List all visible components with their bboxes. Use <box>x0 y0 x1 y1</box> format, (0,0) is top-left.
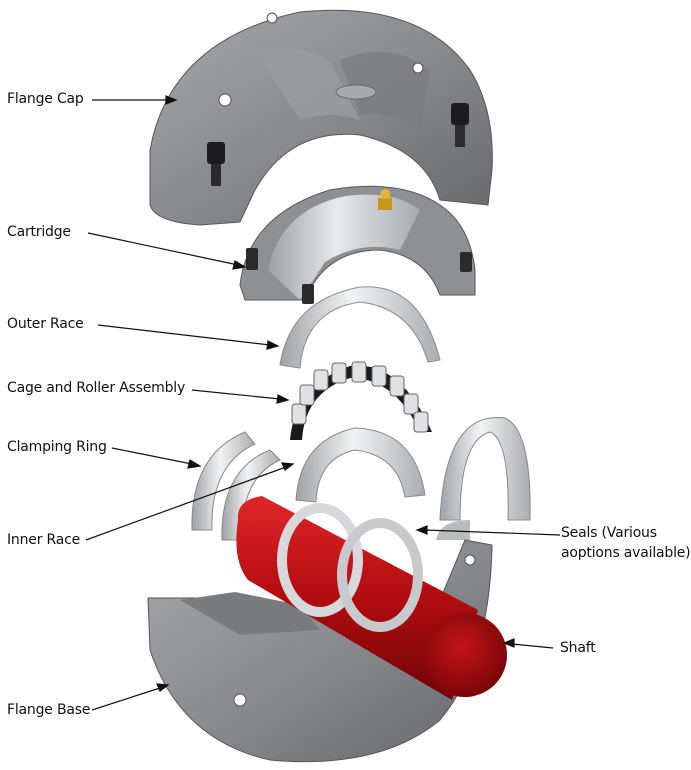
leader-shaft <box>511 643 554 649</box>
label-inner-race: Inner Race <box>7 532 81 548</box>
cartridge <box>239 185 476 304</box>
leader-seals <box>424 529 561 536</box>
cap-screw-icon <box>207 142 225 164</box>
cage-roller-assembly <box>290 361 432 440</box>
bolt-hole-icon <box>464 554 476 566</box>
label-flange-base: Flange Base <box>7 702 91 718</box>
label-clamping-ring: Clamping Ring <box>7 439 107 455</box>
label-flange-cap: Flange Cap <box>7 91 84 107</box>
leader-cartridge <box>87 232 239 266</box>
bolt-hole-icon <box>412 62 424 74</box>
bolt-hole-icon <box>233 693 247 707</box>
label-shaft: Shaft <box>560 640 596 656</box>
flange-cap <box>149 9 493 226</box>
leader-clamping-ring <box>111 447 193 465</box>
leader-flange-base <box>91 687 161 711</box>
flange-base <box>147 539 493 763</box>
label-seals-line1: Seals (Various <box>561 525 657 541</box>
label-seals-line2: aoptions available) <box>561 545 691 561</box>
leader-inner-race <box>85 466 287 541</box>
cap-screw-icon <box>451 103 469 125</box>
leader-cage <box>191 389 281 400</box>
leader-outer-race <box>97 324 271 346</box>
cartridge-screw-icon <box>460 252 472 272</box>
seal-right <box>436 416 531 540</box>
cartridge-screw-icon <box>246 248 258 270</box>
label-cartridge: Cartridge <box>7 224 71 240</box>
bolt-hole-icon <box>218 93 232 107</box>
bolt-hole-icon <box>266 12 278 24</box>
cartridge-screw-icon <box>302 284 314 304</box>
label-cage-roller: Cage and Roller Assembly <box>7 380 186 396</box>
outer-race <box>279 286 441 369</box>
grease-nipple-icon <box>378 198 392 210</box>
label-outer-race: Outer Race <box>7 316 84 332</box>
shaft <box>236 496 507 700</box>
shaft-seals <box>277 503 423 632</box>
leader-lines <box>85 95 561 711</box>
inner-race <box>295 427 426 503</box>
